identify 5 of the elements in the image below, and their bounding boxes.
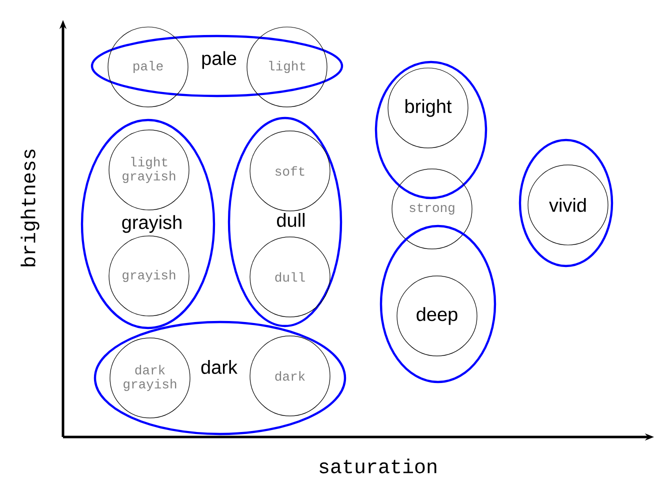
ellipse <box>518 138 614 268</box>
axis-label: brightness <box>20 150 40 266</box>
ellipse <box>380 224 496 384</box>
axis-label: saturation <box>320 458 436 474</box>
ellipse <box>374 60 488 200</box>
